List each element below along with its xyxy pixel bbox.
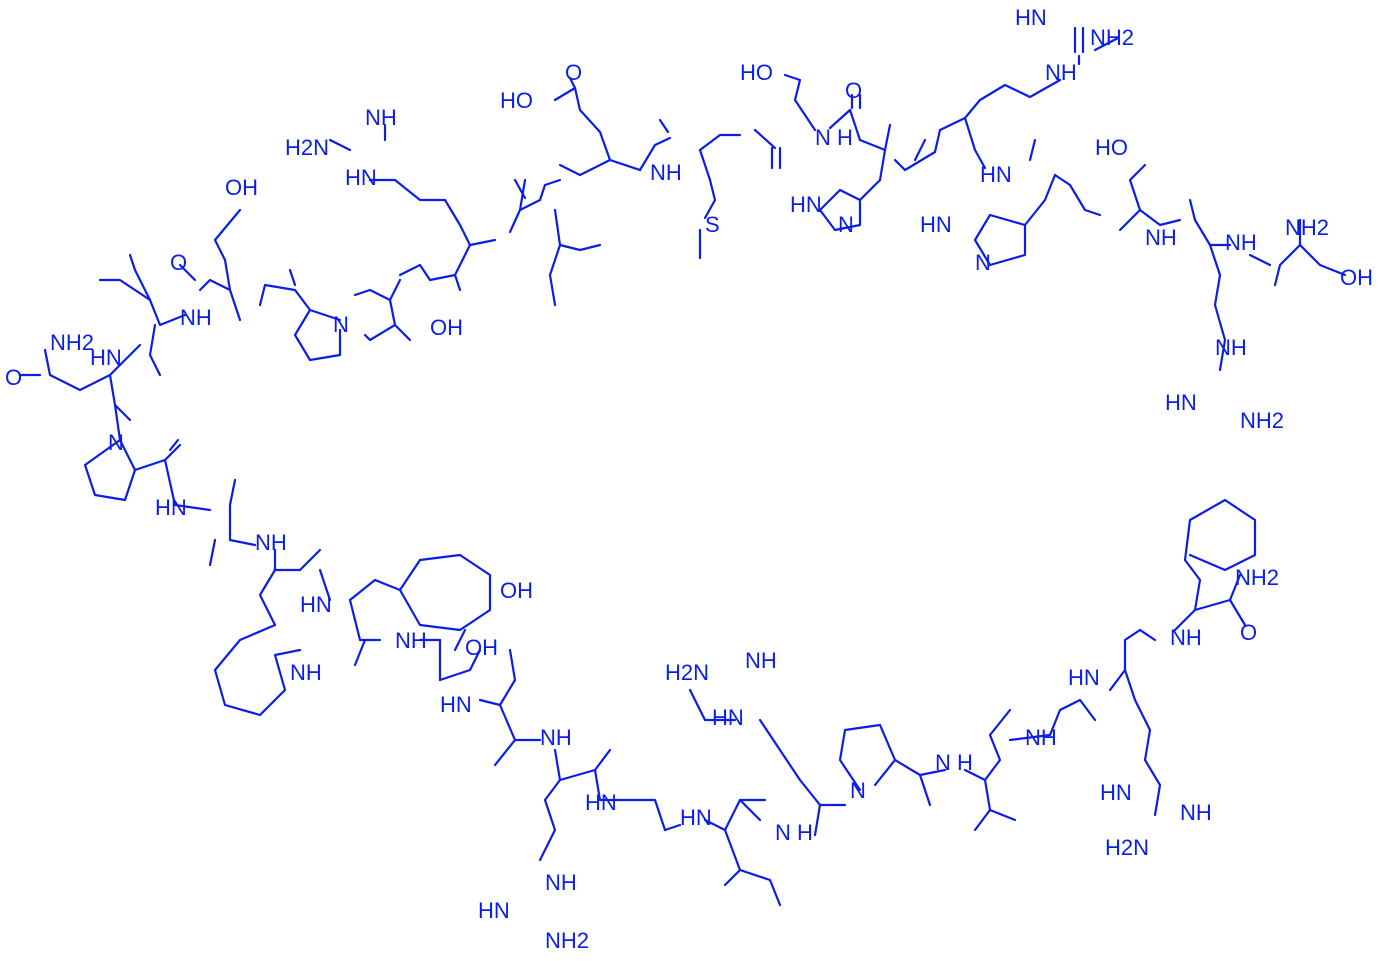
label-o-asp: O bbox=[170, 250, 187, 275]
backbone-bonds bbox=[18, 26, 1347, 907]
label-h2n-arg5: H2N bbox=[1105, 835, 1149, 860]
label-oh-asp: OH bbox=[225, 175, 258, 200]
label-n-pro2: N bbox=[108, 430, 124, 455]
label-nh-his: N H bbox=[815, 125, 853, 150]
label-n-pro1: N bbox=[333, 312, 349, 337]
label-hn-ala1: HN bbox=[155, 495, 187, 520]
label-nh-indole: NH bbox=[290, 660, 322, 685]
label-nh-glu: NH bbox=[650, 160, 682, 185]
label-nh-arg1: NH bbox=[1045, 60, 1077, 85]
label-nh-arg5c: NH bbox=[1180, 800, 1212, 825]
label-hn-imidazole-2: HN bbox=[920, 212, 952, 237]
label-o-glu: O bbox=[565, 60, 582, 85]
label-ho-thr2: HO bbox=[1095, 135, 1128, 160]
label-nh-trp: NH bbox=[255, 530, 287, 555]
label-oh-thr1: OH bbox=[430, 315, 463, 340]
label-nh2-arg6: NH2 bbox=[1240, 408, 1284, 433]
label-nh-arg2-top: NH bbox=[365, 105, 397, 130]
label-o-phe: O bbox=[1240, 620, 1257, 645]
label-nh-ile1: NH bbox=[180, 305, 212, 330]
label-hn-gly1: HN bbox=[585, 790, 617, 815]
label-nh2-asn: NH2 bbox=[50, 330, 94, 355]
label-hn-imidazole-1: HN bbox=[790, 192, 822, 217]
label-o-his: O bbox=[845, 78, 862, 103]
label-nh-arg6-side: NH bbox=[1215, 335, 1247, 360]
label-hn-arg6: HN bbox=[1165, 390, 1197, 415]
label-s-met: S bbox=[705, 212, 720, 237]
label-nh-arg3b: NH bbox=[545, 870, 577, 895]
label-hn-arg5: HN bbox=[1068, 665, 1100, 690]
label-nh-ala2: NH bbox=[395, 628, 427, 653]
label-nh-arg4-backbone: N H bbox=[775, 820, 813, 845]
label-hn-ser2: HN bbox=[440, 692, 472, 717]
label-hn-ile2: HN bbox=[680, 805, 712, 830]
label-nh2-arg3: NH2 bbox=[545, 928, 589, 953]
label-nh-phe: NH bbox=[1170, 625, 1202, 650]
label-ho-glu: HO bbox=[500, 88, 533, 113]
label-hn-arg4: HN bbox=[712, 705, 744, 730]
label-nh2-arg1: NH2 bbox=[1090, 25, 1134, 50]
label-hn-asn: HN bbox=[90, 345, 122, 370]
label-h2n-arg4: H2N bbox=[665, 660, 709, 685]
label-h2n-arg2: H2N bbox=[285, 135, 329, 160]
label-ho-ser: HO bbox=[740, 60, 773, 85]
label-oh-ser-end: OH bbox=[1340, 265, 1373, 290]
label-hn-arg7: HN bbox=[980, 162, 1012, 187]
label-hn-arg2: HN bbox=[345, 165, 377, 190]
label-n-pro3: N bbox=[850, 778, 866, 803]
label-nh-val: N H bbox=[935, 750, 973, 775]
label-nh-arg4: NH bbox=[745, 648, 777, 673]
label-hn-tyr: HN bbox=[300, 592, 332, 617]
label-nh-thr2: NH bbox=[1145, 225, 1177, 250]
atom-labels: HN NH2 NH HO O N H HN N HO O NH S H2N NH… bbox=[5, 5, 1373, 953]
label-oh-tyr: OH bbox=[500, 578, 533, 603]
label-hn-arg1: HN bbox=[1015, 5, 1047, 30]
label-nh2-ser-end: NH2 bbox=[1285, 215, 1329, 240]
label-nh2-phe: NH2 bbox=[1235, 565, 1279, 590]
label-oh-ser2: OH bbox=[465, 635, 498, 660]
label-n-imidazole-1: N bbox=[838, 212, 854, 237]
label-n-imidazole-2: N bbox=[975, 250, 991, 275]
label-nh-arg3: NH bbox=[540, 725, 572, 750]
label-nh-gly2: NH bbox=[1025, 725, 1057, 750]
label-hn-arg3c: HN bbox=[478, 898, 510, 923]
label-nh-arg6: NH bbox=[1225, 230, 1257, 255]
label-hn-arg5b: HN bbox=[1100, 780, 1132, 805]
label-o-asn: O bbox=[5, 365, 22, 390]
